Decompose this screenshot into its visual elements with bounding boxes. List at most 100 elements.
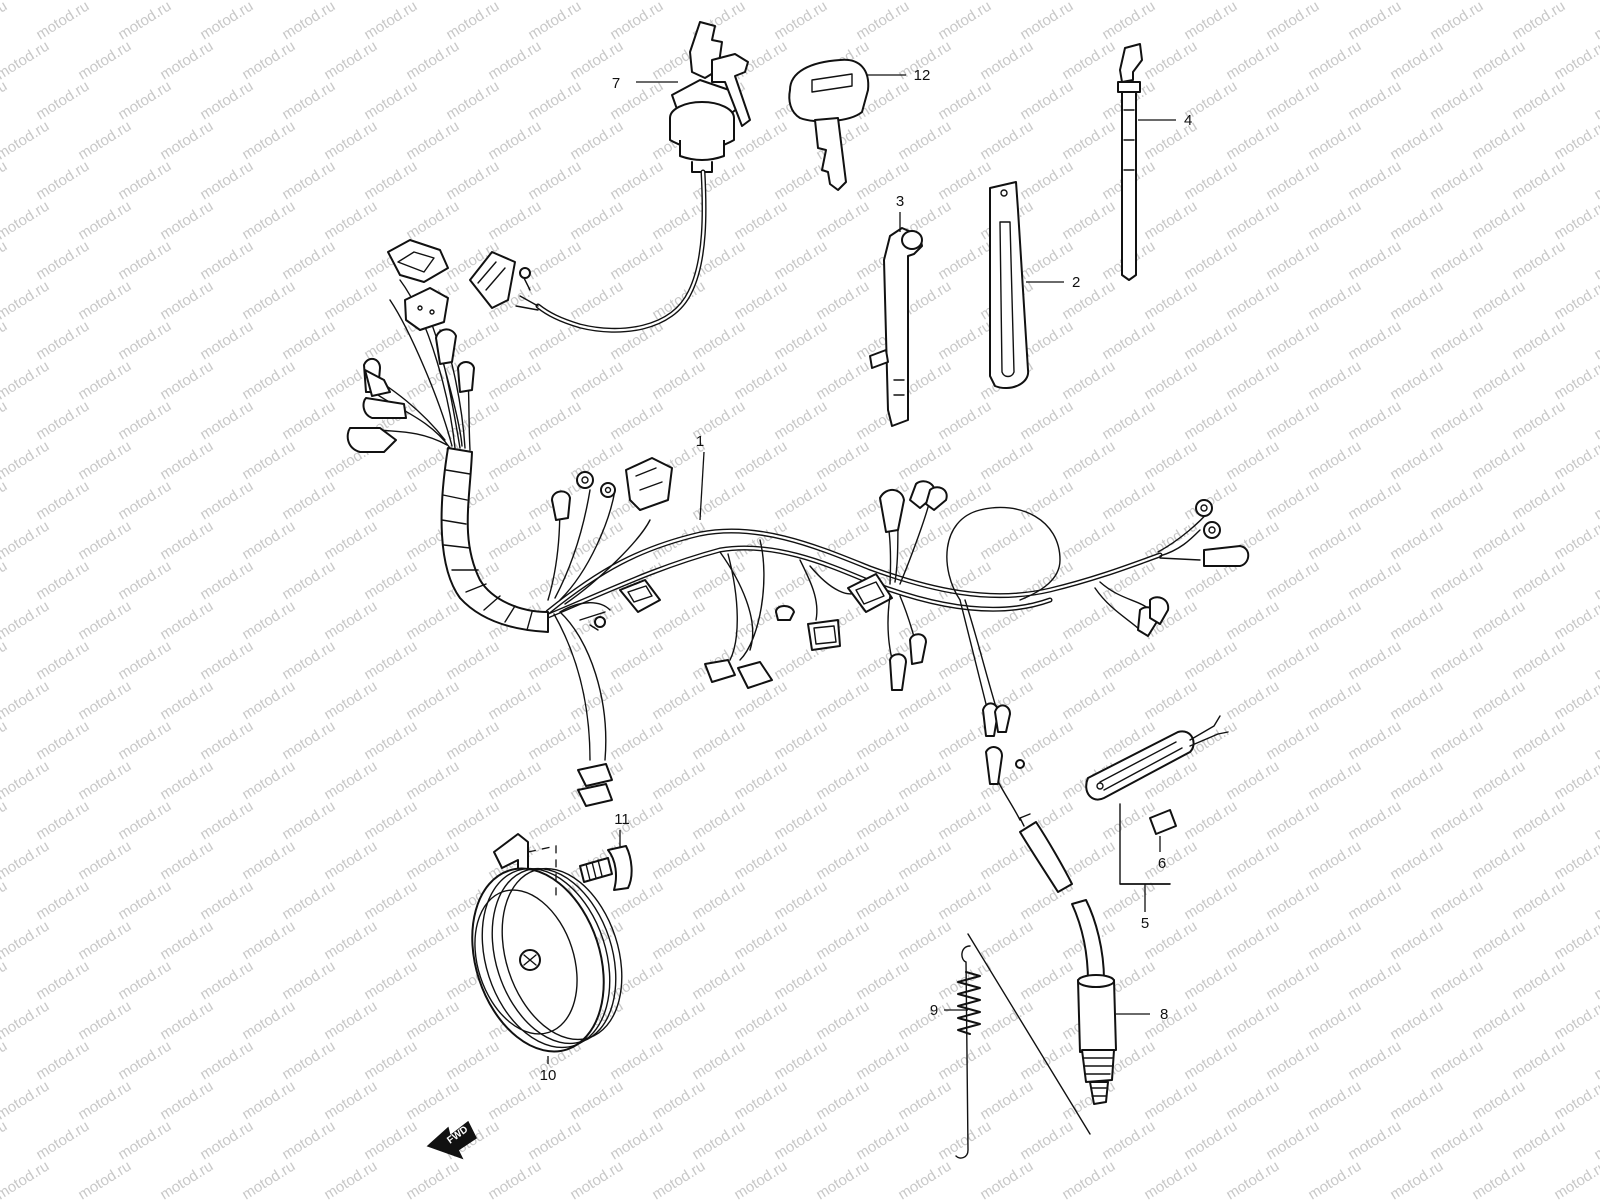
- watermark-text: motod.ru: [0, 998, 52, 1044]
- watermark-text: motod.ru: [1223, 278, 1282, 324]
- watermark-text: motod.ru: [0, 878, 10, 924]
- watermark-text: motod.ru: [279, 0, 338, 43]
- watermark-text: motod.ru: [1017, 78, 1076, 124]
- watermark-text: motod.ru: [75, 918, 134, 964]
- horn[interactable]: [450, 833, 642, 1069]
- watermark-text: motod.ru: [197, 158, 256, 204]
- watermark-text: motod.ru: [771, 1118, 830, 1164]
- watermark-text: motod.ru: [1345, 958, 1404, 1004]
- watermark-text: motod.ru: [813, 998, 872, 1044]
- watermark-text: motod.ru: [525, 238, 584, 284]
- callout-8: 8: [1116, 1006, 1168, 1023]
- watermark-text: motod.ru: [525, 158, 584, 204]
- forward-arrow-icon: [426, 1120, 477, 1160]
- watermark-text: motod.ru: [1263, 158, 1322, 204]
- watermark-text: motod.ru: [1427, 238, 1486, 284]
- watermark-text: motod.ru: [689, 878, 748, 924]
- watermark-text: motod.ru: [33, 478, 92, 524]
- watermark-text: motod.ru: [1263, 798, 1322, 844]
- watermark-text: motod.ru: [1427, 638, 1486, 684]
- watermark-text: motod.ru: [935, 798, 994, 844]
- watermark-text: motod.ru: [689, 318, 748, 364]
- watermark-text: motod.ru: [279, 398, 338, 444]
- watermark-text: motod.ru: [607, 238, 666, 284]
- rear-brake-light-switch[interactable]: [1019, 813, 1117, 1105]
- watermark-text: motod.ru: [1263, 558, 1322, 604]
- watermark-text: motod.ru: [731, 1078, 790, 1124]
- watermark-text: motod.ru: [0, 78, 10, 124]
- watermark-text: motod.ru: [361, 878, 420, 924]
- watermark-text: motod.ru: [321, 838, 380, 884]
- watermark-text: motod.ru: [75, 518, 134, 564]
- license-plate-lamp-assembly[interactable]: [1085, 715, 1229, 885]
- watermark-text: motod.ru: [935, 158, 994, 204]
- watermark-text: motod.ru: [1263, 878, 1322, 924]
- watermark-text: motod.ru: [1223, 918, 1282, 964]
- watermark-text: motod.ru: [403, 758, 462, 804]
- ignition-switch[interactable]: [469, 21, 751, 333]
- wire-clamp[interactable]: [869, 227, 923, 427]
- callout-6-number: 6: [1158, 855, 1166, 872]
- watermark-text: motod.ru: [1305, 838, 1364, 884]
- watermark-text: motod.ru: [0, 478, 10, 524]
- watermark-text: motod.ru: [1099, 478, 1158, 524]
- watermark-text: motod.ru: [895, 758, 954, 804]
- watermark-text: motod.ru: [33, 878, 92, 924]
- watermark-text: motod.ru: [1305, 278, 1364, 324]
- cable-tie[interactable]: [1117, 43, 1143, 281]
- watermark-text: motod.ru: [279, 718, 338, 764]
- watermark-text: motod.ru: [485, 38, 544, 84]
- watermark-text: motod.ru: [1263, 398, 1322, 444]
- watermark-text: motod.ru: [1591, 318, 1600, 364]
- watermark-text: motod.ru: [279, 238, 338, 284]
- watermark-text: motod.ru: [1059, 278, 1118, 324]
- watermark-text: motod.ru: [239, 198, 298, 244]
- watermark-text: motod.ru: [567, 678, 626, 724]
- watermark-text: motod.ru: [771, 878, 830, 924]
- watermark-text: motod.ru: [33, 238, 92, 284]
- watermark-text: motod.ru: [1469, 758, 1528, 804]
- watermark-text: motod.ru: [115, 158, 174, 204]
- watermark-text: motod.ru: [525, 398, 584, 444]
- watermark-text: motod.ru: [1223, 118, 1282, 164]
- watermark-text: motod.ru: [895, 838, 954, 884]
- watermark-text: motod.ru: [935, 878, 994, 924]
- watermark-text: motod.ru: [75, 38, 134, 84]
- strap-clamp[interactable]: [989, 181, 1030, 389]
- watermark-text: motod.ru: [1591, 958, 1600, 1004]
- watermark-text: motod.ru: [813, 1078, 872, 1124]
- return-spring[interactable]: [955, 933, 1091, 1159]
- watermark-text: motod.ru: [649, 918, 708, 964]
- callout-10-number: 10: [540, 1067, 557, 1084]
- watermark-text: motod.ru: [1551, 838, 1600, 884]
- watermark-text: motod.ru: [1059, 678, 1118, 724]
- watermark-text: motod.ru: [239, 838, 298, 884]
- lamp-bulb[interactable]: [1149, 809, 1177, 835]
- watermark-text: motod.ru: [1017, 158, 1076, 204]
- watermark-text: motod.ru: [649, 998, 708, 1044]
- watermark-text: motod.ru: [33, 638, 92, 684]
- wiring-harness[interactable]: [346, 239, 1250, 821]
- watermark-text: motod.ru: [689, 158, 748, 204]
- callout-8-number: 8: [1160, 1006, 1168, 1023]
- watermark-text: motod.ru: [361, 78, 420, 124]
- watermark-text: motod.ru: [1591, 0, 1600, 43]
- watermark-text: motod.ru: [1345, 158, 1404, 204]
- bolt[interactable]: [527, 845, 633, 900]
- watermark-text: motod.ru: [1591, 78, 1600, 124]
- watermark-text: motod.ru: [75, 998, 134, 1044]
- watermark-text: motod.ru: [239, 1158, 298, 1200]
- callout-1-leader: [699, 451, 705, 521]
- watermark-text: motod.ru: [1509, 478, 1568, 524]
- ignition-key[interactable]: [788, 58, 870, 191]
- watermark-text: motod.ru: [239, 38, 298, 84]
- watermark-text: motod.ru: [1387, 918, 1446, 964]
- watermark-text: motod.ru: [1509, 0, 1568, 43]
- watermark-text: motod.ru: [0, 798, 10, 844]
- watermark-text: motod.ru: [157, 38, 216, 84]
- watermark-text: motod.ru: [321, 598, 380, 644]
- watermark-text: motod.ru: [403, 198, 462, 244]
- watermark-text: motod.ru: [1305, 918, 1364, 964]
- watermark-text: motod.ru: [1469, 678, 1528, 724]
- callout-10: 10: [540, 1056, 557, 1084]
